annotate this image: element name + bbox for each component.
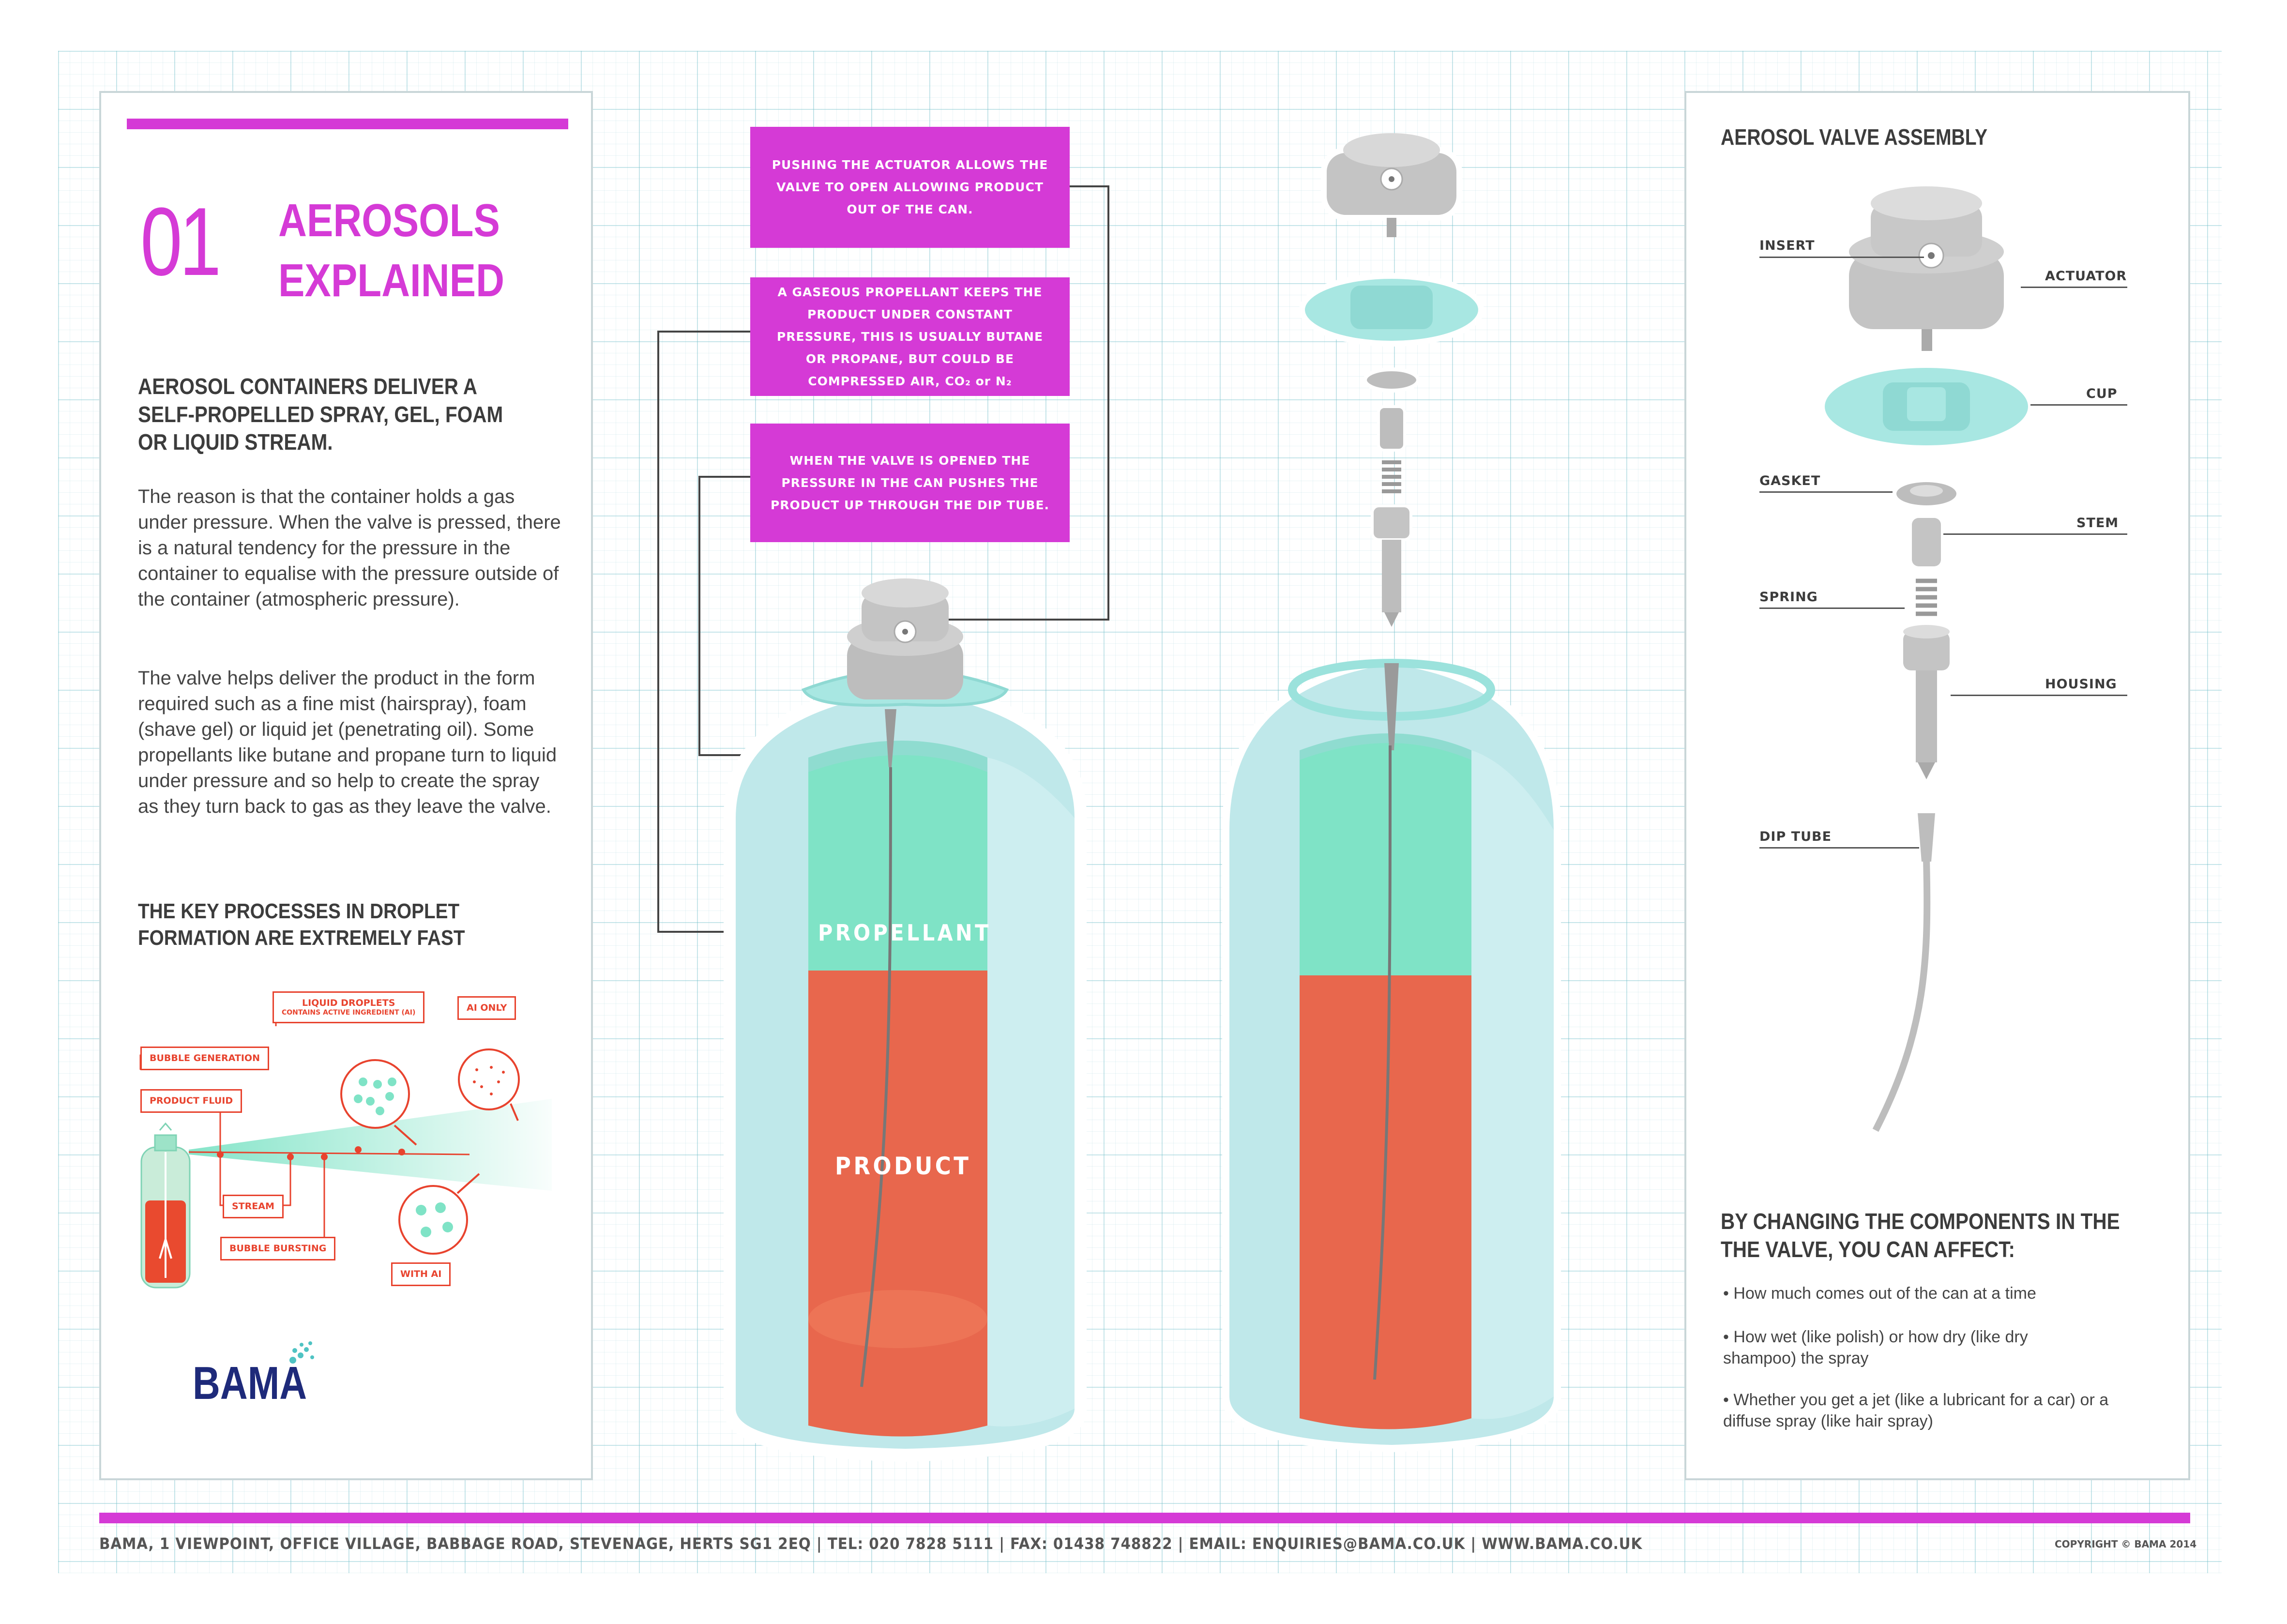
lead-heading: AEROSOL CONTAINERS DELIVER A SELF-PROPEL… [138,374,503,455]
footer-copyright: COPYRIGHT © BAMA 2014 [2055,1538,2197,1550]
label-with-ai: WITH AI [391,1262,451,1286]
label-bubble-bursting: BUBBLE BURSTING [220,1237,336,1260]
part-label-insert: INSERT [1759,238,1815,253]
part-label-housing: HOUSING [2045,677,2117,692]
components-bullet-3: • Whether you get a jet (like a lubrican… [1723,1391,2109,1430]
page-title-line-1: AEROSOLS [278,195,500,246]
dip-tube [860,767,892,1387]
valve-paragraph: The valve helps deliver the product in t… [138,668,557,817]
leader-gasket [1759,491,1893,493]
components-heading: BY CHANGING THE COMPONENTS IN THE THE VA… [1721,1209,2120,1262]
leader-housing [1951,695,2127,696]
propellant-region [808,755,987,971]
part-label-cup: CUP [2086,386,2118,401]
valve-assembly-diagram [1825,186,2028,1132]
exploded-valve-over-can [1222,133,1561,1452]
section-number: 01 [140,188,221,296]
intro-paragraph: The reason is that the container holds a… [138,486,561,610]
valve-assembly-title: AEROSOL VALVE ASSEMBLY [1721,124,1988,150]
footer-accent-bar [99,1513,2190,1523]
part-label-actuator: ACTUATOR [2045,269,2127,284]
part-label-gasket: GASKET [1759,473,1821,488]
leader-dip-tube [1759,847,1919,849]
aerosol-can-cutaway [724,578,1087,1462]
footer-contact: BAMA, 1 VIEWPOINT, OFFICE VILLAGE, BABBA… [99,1534,1643,1553]
leader-spring [1759,607,1905,609]
leader-cup [2030,404,2127,406]
droplet-diagram [139,1007,552,1289]
logo-spray-dots [289,1341,314,1364]
callout-dip-tube: WHEN THE VALVE IS OPENED THE PRESSURE IN… [750,424,1070,542]
key-processes-heading: THE KEY PROCESSES IN DROPLET FORMATION A… [138,899,465,950]
leader-actuator [2021,287,2127,288]
components-bullet-1: • How much comes out of the can at a tim… [1723,1284,2036,1303]
product-label: PRODUCT [835,1152,971,1180]
callout-actuator: PUSHING THE ACTUATOR ALLOWS THE VALVE TO… [750,127,1070,248]
label-stream: STREAM [223,1195,284,1218]
part-label-spring: SPRING [1759,590,1818,605]
propellant-label: PROPELLANT [818,920,991,946]
label-bubble-generation: BUBBLE GENERATION [140,1047,269,1070]
top-accent-bar [127,119,568,129]
label-product-fluid: PRODUCT FLUID [140,1089,242,1113]
part-label-stem: STEM [2076,516,2119,531]
part-label-dip-tube: DIP TUBE [1759,829,1832,844]
spray-plume [189,1099,552,1191]
ai-only-magnified [458,1048,520,1121]
mini-can-actuator [154,1134,177,1152]
leader-stem [1943,533,2127,535]
page-title-line-2: EXPLAINED [278,255,505,306]
product-region [808,971,987,1437]
leader-insert [1759,257,1924,258]
callout-propellant: A GASEOUS PROPELLANT KEEPS THE PRODUCT U… [750,277,1070,396]
bama-logo: BAMA [193,1357,307,1409]
label-ai-only: AI ONLY [457,996,516,1020]
components-bullet-2: • How wet (like polish) or how dry (like… [1723,1328,2028,1367]
with-ai-magnified [398,1173,480,1255]
droplets-magnified [340,1059,417,1146]
